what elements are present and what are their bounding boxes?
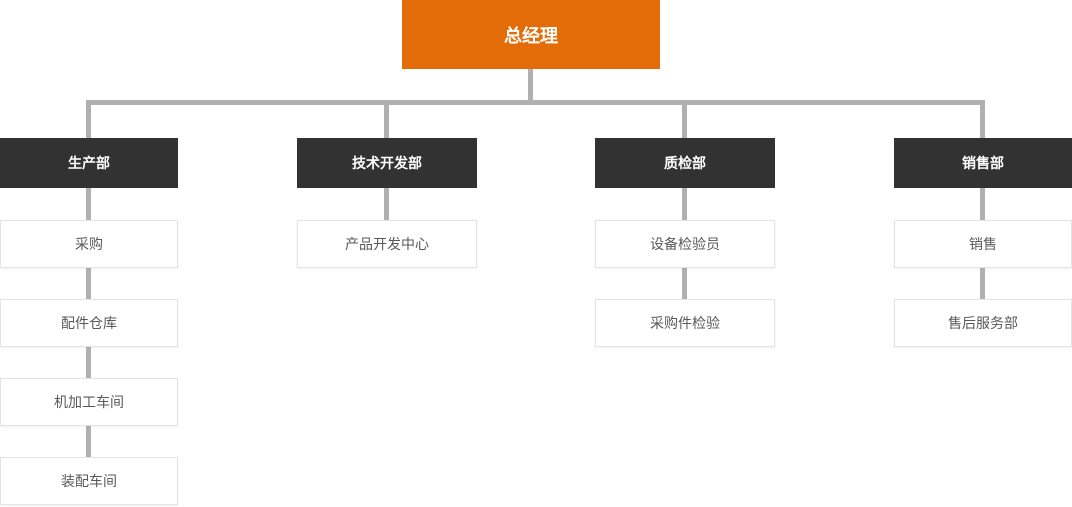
connector-horizontal-rail <box>86 100 985 105</box>
connector-production-sub1 <box>86 188 91 221</box>
node-general-manager-label: 总经理 <box>504 25 558 46</box>
connector-sales-sub1 <box>980 188 985 221</box>
node-equipment-inspector: 设备检验员 <box>595 220 775 268</box>
node-machining-workshop-label: 机加工车间 <box>54 394 124 410</box>
node-product-dev-center: 产品开发中心 <box>297 220 477 268</box>
node-sales: 销售 <box>894 220 1072 268</box>
connector-root-stub <box>528 69 533 105</box>
connector-drop-production <box>86 100 91 138</box>
connector-tech-sub1 <box>384 188 389 221</box>
connector-drop-qa <box>682 100 687 138</box>
node-purchasing: 采购 <box>0 220 178 268</box>
node-general-manager: 总经理 <box>402 0 660 69</box>
node-product-dev-center-label: 产品开发中心 <box>345 236 429 252</box>
node-purchased-parts-inspection-label: 采购件检验 <box>650 315 720 331</box>
node-qa-dept: 质检部 <box>595 138 775 188</box>
node-sales-dept: 销售部 <box>894 138 1072 188</box>
node-sales-label: 销售 <box>969 236 997 252</box>
node-tech-dev-dept-label: 技术开发部 <box>352 155 422 171</box>
connector-production-sub3 <box>86 347 91 379</box>
node-purchasing-label: 采购 <box>75 236 103 252</box>
node-parts-warehouse: 配件仓库 <box>0 299 178 347</box>
node-parts-warehouse-label: 配件仓库 <box>61 315 117 331</box>
node-assembly-workshop: 装配车间 <box>0 457 178 505</box>
connector-production-sub2 <box>86 268 91 300</box>
connector-qa-sub1 <box>682 188 687 221</box>
node-sales-dept-label: 销售部 <box>962 155 1004 171</box>
node-tech-dev-dept: 技术开发部 <box>297 138 477 188</box>
connector-sales-sub2 <box>980 268 985 300</box>
connector-drop-tech <box>384 100 389 138</box>
node-production-dept-label: 生产部 <box>68 155 110 171</box>
node-machining-workshop: 机加工车间 <box>0 378 178 426</box>
connector-production-sub4 <box>86 426 91 458</box>
connector-drop-sales <box>980 100 985 138</box>
connector-qa-sub2 <box>682 268 687 300</box>
node-after-sales-service-label: 售后服务部 <box>948 315 1018 331</box>
node-purchased-parts-inspection: 采购件检验 <box>595 299 775 347</box>
node-after-sales-service: 售后服务部 <box>894 299 1072 347</box>
node-assembly-workshop-label: 装配车间 <box>61 473 117 489</box>
node-equipment-inspector-label: 设备检验员 <box>650 236 720 252</box>
node-production-dept: 生产部 <box>0 138 178 188</box>
node-qa-dept-label: 质检部 <box>664 155 706 171</box>
